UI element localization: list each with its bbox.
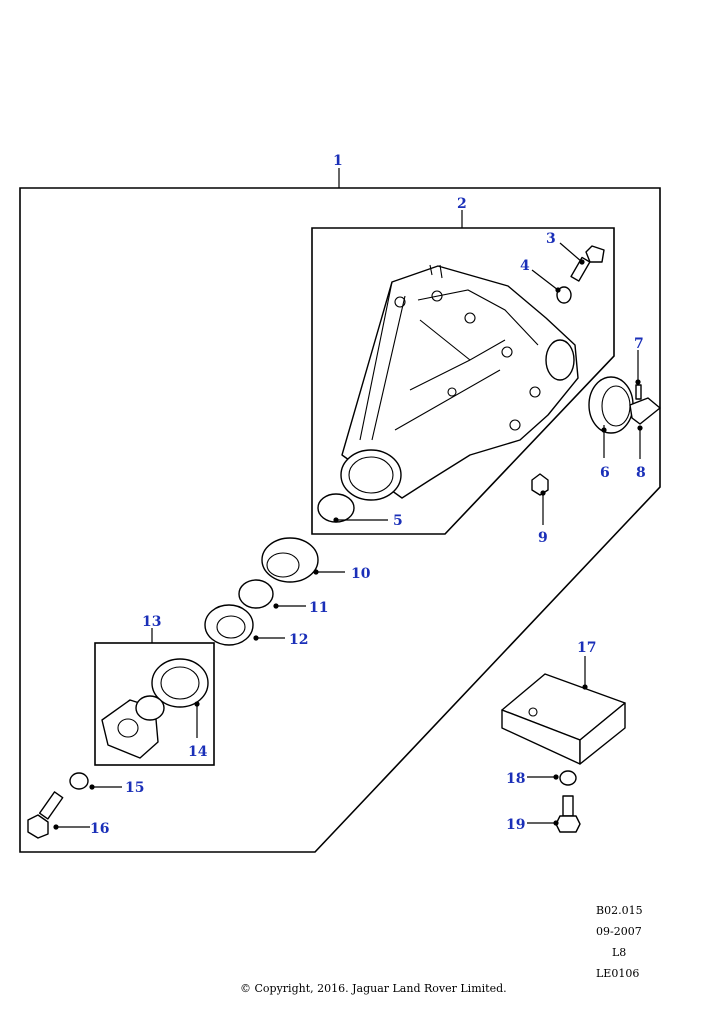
callout-1: 1 [333,153,343,169]
companion-flange-part [101,695,165,759]
leader-dots [53,259,643,830]
shim-part [238,579,274,609]
diagram-date: 09-2007 [596,925,642,938]
callout-11: 11 [309,600,328,616]
callout-4: 4 [520,258,530,274]
dust-shield-part [151,658,209,708]
bush-part [556,286,572,304]
differential-housing [340,264,579,501]
callout-16: 16 [90,821,109,837]
assembly-frame [19,187,661,853]
callout-3: 3 [546,231,556,247]
seal-part [204,604,254,646]
thrust-ring-part [588,376,634,434]
callout-17: 17 [577,640,596,656]
lock-plate-part [629,397,661,425]
bracket-bolt-part [555,795,581,833]
flange-bolt-part [27,791,64,839]
washer-part [69,772,89,790]
callout-6: 6 [600,465,610,481]
diagram-level: L8 [612,946,627,959]
callout-8: 8 [636,465,646,481]
callout-14: 14 [188,744,208,760]
bearing-part [261,537,319,583]
callout-9: 9 [538,530,548,546]
callout-5: 5 [393,513,403,529]
callout-15: 15 [125,780,144,796]
callout-18: 18 [506,771,525,787]
nut-part [531,473,549,496]
companion-flange-frame [94,642,215,766]
callout-7: 7 [634,336,644,352]
mounting-bracket-part [501,673,626,765]
diagram-doc-id: LE0106 [596,967,640,980]
copyright-notice: © Copyright, 2016. Jaguar Land Rover Lim… [240,982,507,995]
callout-19: 19 [506,817,525,833]
pin-part [635,384,642,400]
diagram-ref-code: B02.015 [596,904,643,917]
callout-12: 12 [289,632,308,648]
bracket-washer-part [559,770,577,786]
callout-2: 2 [457,196,467,212]
callout-10: 10 [351,566,371,582]
callout-13: 13 [142,614,161,630]
subassembly-frame [311,227,615,535]
bolt-part [570,245,605,282]
